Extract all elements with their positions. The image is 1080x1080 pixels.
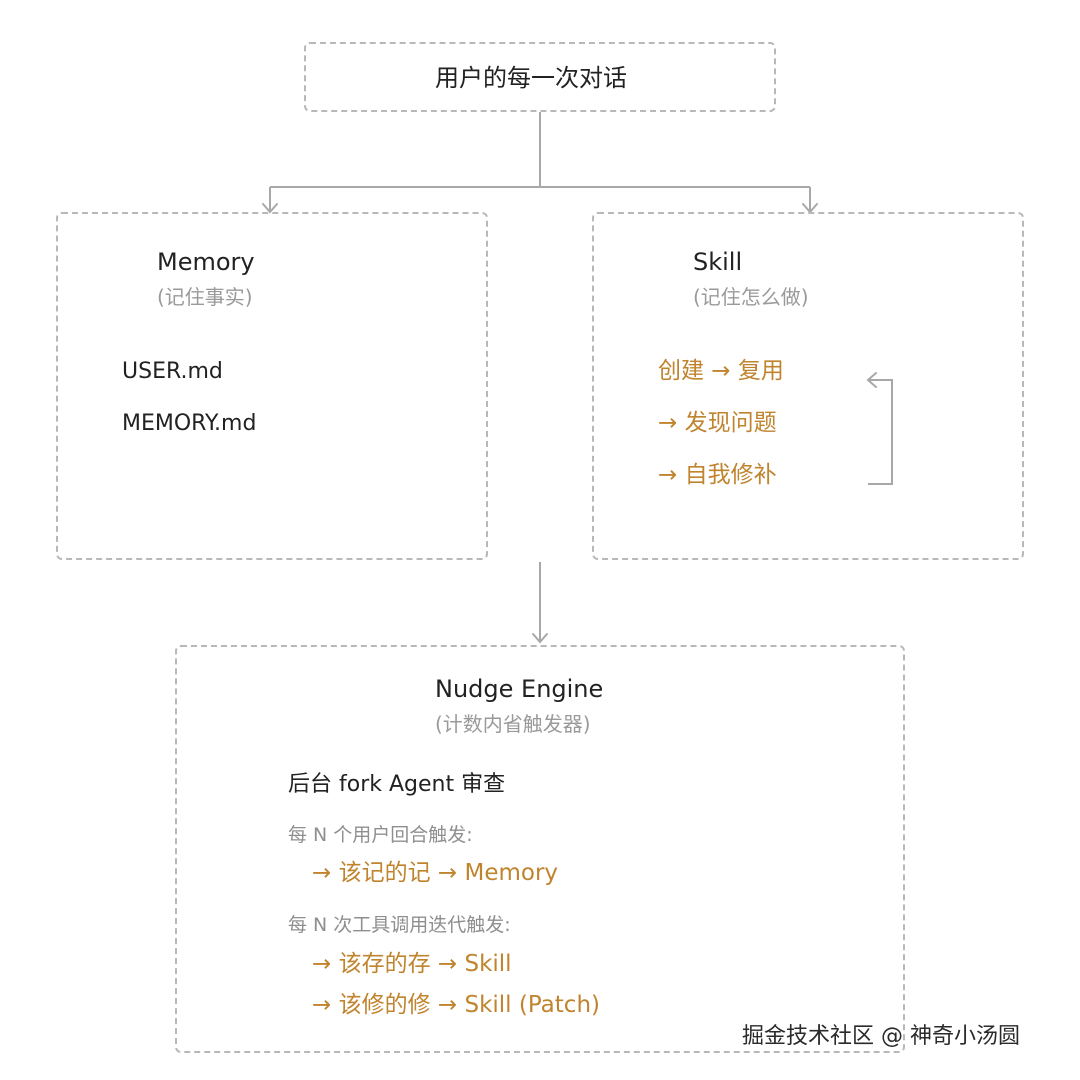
memory-file-memory: MEMORY.md (122, 411, 257, 436)
skill-cycle-step-3: → 自我修补 (658, 462, 777, 488)
root-title: 用户的每一次对话 (435, 64, 627, 92)
memory-box (56, 212, 488, 560)
watermark: 掘金技术社区 @ 神奇小汤圆 (742, 1024, 1020, 1049)
nudge-action-skill-save: → 该存的存 → Skill (312, 951, 512, 977)
skill-cycle-step-1: 创建 → 复用 (658, 358, 784, 384)
nudge-rule-tool-iterations: 每 N 次工具调用迭代触发: (288, 914, 511, 936)
nudge-action-memory: → 该记的记 → Memory (312, 860, 559, 886)
skill-title: Skill (693, 248, 743, 276)
memory-title: Memory (157, 248, 255, 276)
nudge-subtitle: (计数内省触发器) (435, 712, 591, 736)
memory-subtitle: (记住事实) (157, 285, 253, 309)
memory-file-user: USER.md (122, 359, 223, 384)
arrowhead-nudge-icon (532, 633, 548, 644)
nudge-action-skill-patch: → 该修的修 → Skill (Patch) (312, 992, 600, 1018)
nudge-title: Nudge Engine (435, 675, 604, 703)
skill-subtitle: (记住怎么做) (693, 285, 809, 309)
nudge-rule-user-turns: 每 N 个用户回合触发: (288, 824, 473, 846)
nudge-headline: 后台 fork Agent 审查 (288, 772, 506, 797)
loop-arrowhead-icon (866, 372, 877, 388)
root-box (304, 42, 776, 112)
nudge-engine-box (175, 645, 905, 1053)
skill-box (592, 212, 1024, 560)
skill-loop-bracket (868, 379, 893, 485)
skill-cycle-step-2: → 发现问题 (658, 410, 777, 436)
